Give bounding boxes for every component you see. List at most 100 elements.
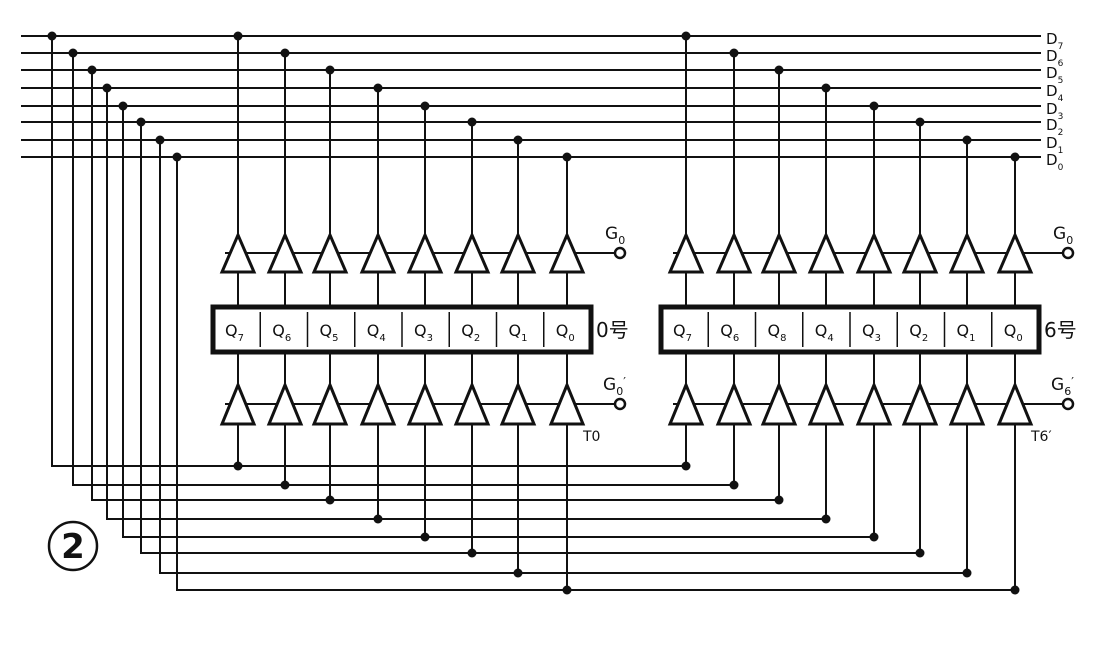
register-1-out-buffer-1 <box>715 231 753 274</box>
register-1-cell-6-main: Q <box>957 321 970 340</box>
register-1-cell-1: Q6 <box>720 321 739 344</box>
register-1-cell-2-sub: 8 <box>780 333 786 344</box>
bus-label-0: D7 <box>1046 30 1063 52</box>
junctions <box>47 31 1020 595</box>
register-0-cell-2: Q5 <box>320 321 339 344</box>
register-0-out-gate-label: G0 <box>605 224 625 247</box>
register-0-frame <box>210 304 594 355</box>
register-0-bus-junction-4 <box>420 101 430 111</box>
register-1-out-buffer-5 <box>901 231 939 274</box>
registers <box>210 304 1042 355</box>
register-1-in-buffer-4 <box>855 381 893 426</box>
register-0-in-buffer-7 <box>548 381 586 426</box>
bus-label-7-sub: 0 <box>1058 163 1064 173</box>
register-1-name: 6号 <box>1044 318 1077 342</box>
bus-label-3-main: D <box>1046 82 1058 100</box>
register-1-out-buffer-4 <box>855 231 893 274</box>
register-0-in-gate-label-sub: 0 <box>616 385 623 398</box>
bus-tap-junction-5 <box>136 117 146 127</box>
bus-label-6-main: D <box>1046 134 1058 152</box>
register-0-out-buffer-5 <box>453 231 491 274</box>
register-0-return-junction-6 <box>513 568 523 578</box>
bus-tap-junction-7 <box>172 152 182 162</box>
register-0-cell-4: Q3 <box>414 321 433 344</box>
buffers <box>219 231 1075 426</box>
register-1-in-buffer-6 <box>948 381 986 426</box>
register-1-in-buffer-7 <box>996 381 1034 426</box>
register-1-in-gate-label-sub: 6 <box>1064 385 1071 398</box>
bus-label-3-sub: 4 <box>1058 94 1064 104</box>
register-0-cell-1-main: Q <box>272 321 285 340</box>
register-1-return-junction-3 <box>821 514 831 524</box>
register-0-cell-1-sub: 6 <box>285 333 291 344</box>
register-0-in-buffer-1 <box>266 381 304 426</box>
register-1-bus-junction-6 <box>962 135 972 145</box>
register-1-out-buffer-0 <box>667 231 705 274</box>
bus-label-3: D4 <box>1046 82 1064 104</box>
register-0-in-buffer-5 <box>453 381 491 426</box>
register-1-out-gate-label-main: G <box>1053 224 1066 244</box>
register-1-cell-0-sub: 7 <box>686 333 692 344</box>
register-0-cell-4-sub: 3 <box>427 333 433 344</box>
register-1-return-junction-6 <box>962 568 972 578</box>
register-0-bus-junction-0 <box>233 31 243 41</box>
register-0-bus-junction-3 <box>373 83 383 93</box>
register-0-cell-6-sub: 1 <box>521 333 527 344</box>
register-1-in-buffer-1 <box>715 381 753 426</box>
register-0-in-gate-label: G0′ <box>603 375 626 398</box>
register-1-in-gate-label-main: G <box>1051 375 1064 395</box>
register-0-return-junction-2 <box>325 495 335 505</box>
bus-label-0-sub: 7 <box>1058 42 1064 52</box>
bus-label-7-main: D <box>1046 151 1058 169</box>
bus-label-1-sub: 6 <box>1058 59 1064 69</box>
bus-tap-junction-4 <box>118 101 128 111</box>
register-0-cell-2-main: Q <box>320 321 333 340</box>
register-0-cell-3-main: Q <box>367 321 380 340</box>
register-0-cell-0-sub: 7 <box>238 333 244 344</box>
register-1-cell-2: Q8 <box>768 321 787 344</box>
bus-label-1-main: D <box>1046 47 1058 65</box>
register-1-bus-junction-1 <box>729 48 739 58</box>
register-0-return-junction-1 <box>280 480 290 490</box>
bus-label-2-sub: 5 <box>1058 76 1064 86</box>
register-0-bus-junction-7 <box>562 152 572 162</box>
register-1-cell-4: Q3 <box>862 321 881 344</box>
register-1-out-gate-label-sub: 0 <box>1066 234 1073 247</box>
bus-label-6: D1 <box>1046 134 1063 156</box>
register-0-cell-3: Q4 <box>367 321 386 344</box>
register-0-cell-7: Q0 <box>556 321 575 344</box>
register-1-return-junction-0 <box>681 461 691 471</box>
register-1-return-junction-2 <box>774 495 784 505</box>
register-1-out-gate-label: G0 <box>1053 224 1073 247</box>
register-0-in-gate-label-prime: ′ <box>623 375 626 389</box>
figure-number-ring <box>47 520 99 572</box>
register-0-return-junction-3 <box>373 514 383 524</box>
register-0-cell-5-main: Q <box>461 321 474 340</box>
register-0-out-buffer-2 <box>311 231 349 274</box>
register-1-bus-junction-2 <box>774 65 784 75</box>
register-1-cell-7: Q0 <box>1004 321 1023 344</box>
register-1-return-junction-7 <box>1010 585 1020 595</box>
register-0-return-junction-5 <box>467 548 477 558</box>
register-1-cell-7-sub: 0 <box>1016 333 1022 344</box>
register-1-cell-1-sub: 6 <box>733 333 739 344</box>
register-0-cell-6-main: Q <box>509 321 522 340</box>
register-0-cell-1: Q6 <box>272 321 291 344</box>
bus-tap-junction-1 <box>68 48 78 58</box>
register-1-cell-3-main: Q <box>815 321 828 340</box>
register-1-bus-junction-5 <box>915 117 925 127</box>
register-0-return-junction-4 <box>420 532 430 542</box>
register-0-cell-5-sub: 2 <box>474 333 480 344</box>
register-0-out-gate-label-sub: 0 <box>618 234 625 247</box>
register-1-out-gate-pin <box>1061 246 1075 260</box>
register-0-cell-7-main: Q <box>556 321 569 340</box>
register-1-in-gate-pin <box>1061 397 1075 411</box>
bus-label-5-main: D <box>1046 116 1058 134</box>
register-0-out-buffer-1 <box>266 231 304 274</box>
register-1-out-buffer-7 <box>996 231 1034 274</box>
register-0-out-gate-label-main: G <box>605 224 618 244</box>
register-1-bus-junction-4 <box>869 101 879 111</box>
wiring <box>21 35 1064 591</box>
register-1-cell-6: Q1 <box>957 321 976 344</box>
